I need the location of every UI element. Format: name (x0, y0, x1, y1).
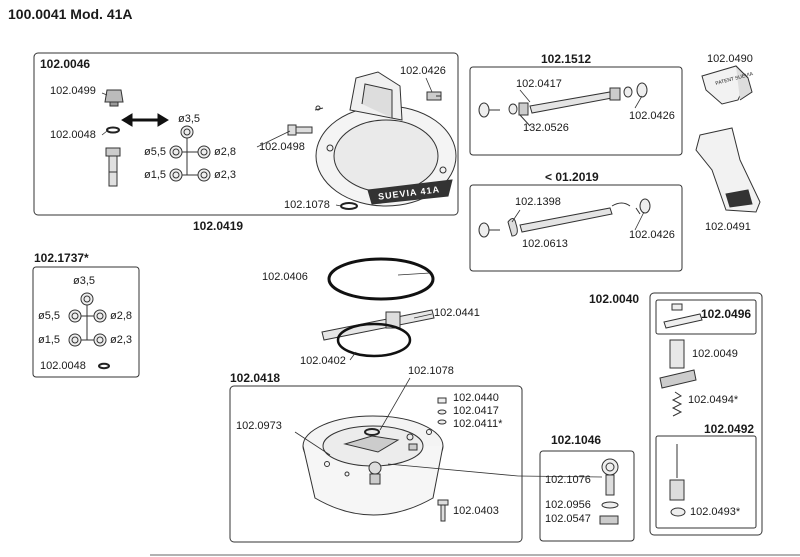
base-bolt (437, 499, 449, 522)
group-label-102-0046: 102.0046 (40, 57, 91, 71)
drinking-bowl (314, 71, 457, 207)
group-label-102-1512: 102.1512 (541, 52, 592, 66)
diameter-label: ø5,5 (144, 146, 167, 158)
diameter-label: ø2,8 (214, 146, 237, 158)
part-label: 102.0426 (629, 110, 675, 122)
box-102-0046 (33, 52, 459, 216)
wall-bracket (695, 127, 761, 213)
group-label-102-0419: 102.0419 (193, 219, 244, 233)
part-label: 102.0049 (692, 348, 738, 360)
part-label: 102.0494* (688, 394, 739, 406)
diameter-label: ø3,5 (178, 113, 201, 125)
part-label: 102.0440 (453, 392, 499, 404)
double-arrow (121, 113, 169, 127)
large-o-ring (327, 257, 435, 301)
diameter-label: ø3,5 (73, 275, 96, 287)
medium-o-ring (336, 322, 412, 358)
part-label: 102.0956 (545, 499, 591, 511)
part-label: 102.0417 (516, 78, 562, 90)
shaft-new (478, 82, 648, 127)
part-label: 102.0411* (453, 418, 503, 430)
part-label: 102.0441 (434, 307, 480, 319)
part-label: 102.0048 (50, 129, 96, 141)
nozzle-cap (104, 89, 124, 107)
diameter-label: ø5,5 (38, 310, 61, 322)
group-label-102-0492: 102.0492 (704, 422, 755, 436)
box-102-1046 (539, 450, 635, 542)
part-label: 102.1078 (408, 365, 454, 377)
part-label: 102.0402 (300, 355, 346, 367)
group-label-old-shaft: < 01.2019 (545, 170, 599, 184)
part-label: 102.0498 (259, 141, 305, 153)
diameter-label: ø1,5 (38, 334, 61, 346)
part-label: 102.0499 (50, 85, 96, 97)
group-label-102-1737: 102.1737* (34, 251, 89, 265)
box-102-1737 (32, 266, 140, 378)
pipe-valve-parts (659, 303, 703, 517)
valve-body (105, 147, 121, 187)
box-102-0492 (655, 435, 757, 529)
box-102-0496 (655, 299, 757, 335)
part-label: 102.0493* (690, 506, 741, 518)
part-label: 102.0426 (400, 65, 446, 77)
part-label: 102.0403 (453, 505, 499, 517)
diameter-label: ø2,3 (214, 169, 237, 181)
part-label: 102.0973 (236, 420, 282, 432)
kit-nozzle-set (68, 292, 107, 347)
part-label: 102.1076 (545, 474, 591, 486)
bowl-screw (287, 124, 313, 136)
stack-parts (437, 397, 447, 425)
kit-seal-ring (98, 362, 110, 370)
group-label-102-0496: 102.0496 (701, 307, 752, 321)
part-label: 102.0048 (40, 360, 86, 372)
base-unit (302, 415, 444, 516)
part-label: 102.0417 (453, 405, 499, 417)
group-label-102-0418: 102.0418 (230, 371, 281, 385)
part-label: 102.0490 (707, 53, 753, 65)
shaft-old (478, 198, 651, 238)
group-label-102-1046: 102.1046 (551, 433, 602, 447)
patent-clip (701, 65, 753, 105)
seal-ring-small (106, 126, 120, 134)
base-seal (364, 428, 380, 436)
leader-lines (101, 77, 645, 478)
part-label: 102.0547 (545, 513, 591, 525)
group-label-102-0040: 102.0040 (589, 292, 640, 306)
part-label: 102.1078 (284, 199, 330, 211)
part-label: 102.0613 (522, 238, 568, 250)
box-old-shaft (469, 184, 683, 272)
diameter-label: ø2,3 (110, 334, 133, 346)
box-102-0040 (649, 292, 763, 536)
diameter-label: ø2,8 (110, 310, 133, 322)
valve-group-parts (599, 458, 619, 525)
box-102-0418 (229, 385, 523, 543)
diagram-title: 100.0041 Mod. 41A (8, 6, 133, 22)
part-label: 102.0406 (262, 271, 308, 283)
seal-ring-bowl (340, 202, 358, 210)
part-label: 102.0491 (705, 221, 751, 233)
box-102-1512 (469, 66, 683, 156)
part-label: 132.0526 (523, 122, 569, 134)
part-label: 102.0426 (629, 229, 675, 241)
diameter-label: ø1,5 (144, 169, 167, 181)
part-label: 102.1398 (515, 196, 561, 208)
nozzle-set (169, 125, 211, 182)
